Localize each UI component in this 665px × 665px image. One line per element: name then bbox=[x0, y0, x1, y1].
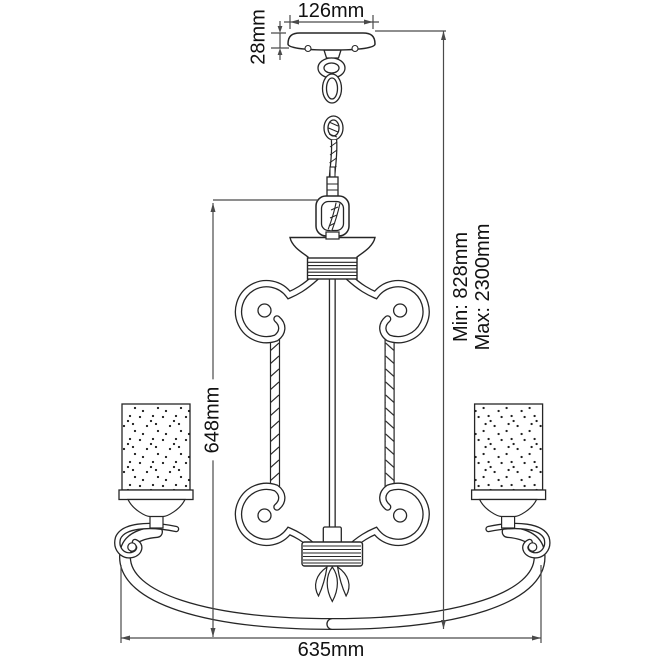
dimension-label-suspension-min: Min: 828mm bbox=[450, 231, 472, 343]
dimension-label-canopy-height: 28mm bbox=[247, 9, 270, 65]
twisted-rod-left bbox=[269, 337, 281, 489]
scroll-upper-left bbox=[238, 277, 316, 340]
glass-shade-left bbox=[118, 403, 194, 529]
lower-ribbed-drum bbox=[301, 541, 364, 567]
dimension-label-suspension-max: Max: 2300mm bbox=[472, 223, 494, 351]
upper-bowl bbox=[289, 236, 376, 280]
dimension-label-suspension-range: Min: 828mm Max: 2300mm bbox=[450, 224, 494, 351]
scroll-upper-right bbox=[349, 277, 427, 340]
twisted-rod-right bbox=[384, 337, 395, 489]
glass-shade-right bbox=[470, 403, 547, 529]
dimension-lines bbox=[120, 15, 542, 643]
dimension-label-fixture-height: 648mm bbox=[202, 379, 224, 461]
center-stem bbox=[322, 279, 342, 544]
dimension-label-canopy-width: 126mm bbox=[297, 0, 365, 22]
scroll-lower-left bbox=[238, 486, 316, 549]
dimension-label-overall-width: 635mm bbox=[297, 639, 365, 661]
suspension-chain bbox=[315, 49, 350, 240]
ceiling-canopy bbox=[287, 32, 376, 53]
scroll-lower-right bbox=[349, 486, 427, 549]
bottom-finial bbox=[315, 565, 350, 603]
